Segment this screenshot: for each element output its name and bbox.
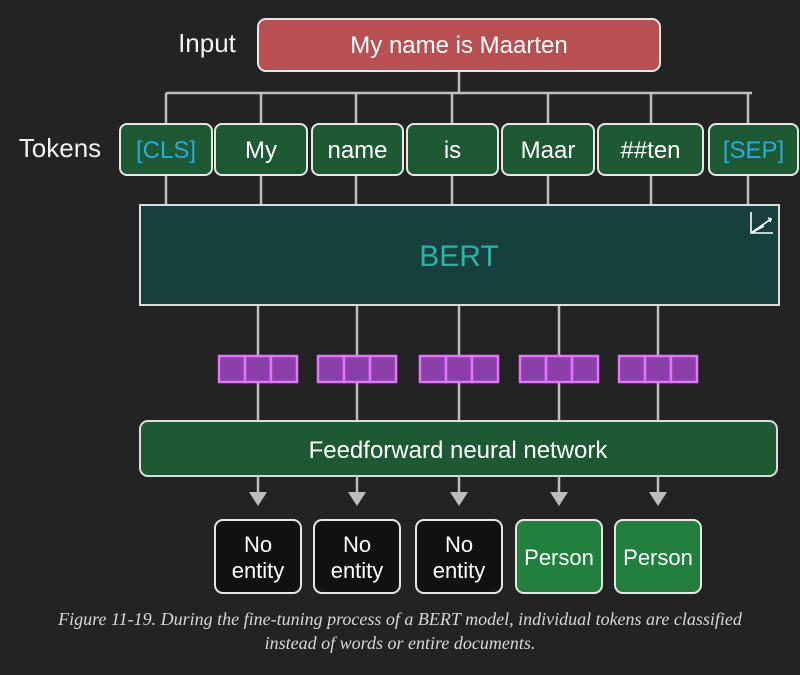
input-label: Input	[178, 28, 237, 58]
token-row: [CLS] My name is Maar ##ten [SEP]	[119, 123, 799, 176]
token-7: [SEP]	[708, 123, 799, 176]
embedding-cell	[544, 354, 574, 384]
token-classification-diagram: Input My name is Maarten Tokens [CLS] My n…	[19, 18, 799, 594]
token-box	[708, 123, 799, 176]
output-text-line-1: No	[343, 532, 371, 557]
token-text: My	[245, 137, 277, 164]
tokens-label: Tokens	[19, 133, 101, 163]
embedding-cell	[243, 354, 273, 384]
arrow-head-icon	[348, 492, 366, 506]
output-text-line-2: entity	[331, 558, 384, 583]
token-3: name	[311, 123, 404, 176]
embedding-cell	[518, 354, 548, 384]
arrow-head-icon	[249, 492, 267, 506]
output-text-line-2: entity	[433, 558, 486, 583]
embedding-cell	[470, 354, 500, 384]
embedding-vector-2	[316, 354, 398, 384]
output-box	[214, 519, 302, 594]
token-box	[214, 123, 308, 176]
output-box	[415, 519, 503, 594]
caption-line-2: instead of words or entire documents.	[264, 633, 536, 653]
output-arrows	[249, 476, 667, 506]
output-box	[313, 519, 401, 594]
output-label-4: Person	[515, 519, 603, 594]
embedding-vector-3	[418, 354, 500, 384]
token-box	[597, 123, 704, 176]
embedding-vector-4	[518, 354, 600, 384]
token-box	[119, 123, 213, 176]
fine-tune-icon	[750, 212, 773, 234]
embedding-cell	[342, 354, 372, 384]
embedding-cell	[570, 354, 600, 384]
embedding-cell	[269, 354, 299, 384]
embedding-cell	[617, 354, 647, 384]
bert-box	[139, 204, 780, 306]
arrow-head-icon	[450, 492, 468, 506]
feedforward-block: Feedforward neural network	[139, 420, 778, 477]
embedding-vector-5	[617, 354, 699, 384]
bert-model-block: BERT	[139, 204, 780, 306]
embedding-cell	[444, 354, 474, 384]
token-box	[311, 123, 404, 176]
embedding-cell	[316, 354, 346, 384]
input-box	[257, 18, 661, 72]
output-text: Person	[524, 545, 594, 570]
arrow-head-icon	[550, 492, 568, 506]
embedding-cell	[643, 354, 673, 384]
embedding-vector-1	[217, 354, 299, 384]
output-text: Person	[623, 545, 693, 570]
output-label-5: Person	[614, 519, 702, 594]
arrow-head-icon	[649, 492, 667, 506]
output-text-line-2: entity	[232, 558, 285, 583]
output-text-line-1: No	[244, 532, 272, 557]
feedforward-label: Feedforward neural network	[309, 437, 609, 464]
token-text: [CLS]	[136, 137, 196, 164]
output-box	[515, 519, 603, 594]
token-text: name	[327, 137, 387, 164]
embedding-cell	[418, 354, 448, 384]
input-text: My name is Maarten	[350, 32, 567, 59]
token-4: is	[406, 123, 499, 176]
token-text: ##ten	[620, 137, 680, 164]
token-2: My	[214, 123, 308, 176]
embedding-cell	[217, 354, 247, 384]
token-box	[406, 123, 499, 176]
token-text: [SEP]	[723, 137, 784, 164]
token-box	[501, 123, 595, 176]
token-text: Maar	[521, 137, 576, 164]
token-1: [CLS]	[119, 123, 213, 176]
embedding-cell	[669, 354, 699, 384]
bert-label: BERT	[419, 240, 498, 273]
output-text-line-1: No	[445, 532, 473, 557]
token-6: ##ten	[597, 123, 704, 176]
token-text: is	[444, 137, 461, 164]
token-5: Maar	[501, 123, 595, 176]
embedding-row	[217, 354, 699, 384]
embedding-cell	[368, 354, 398, 384]
caption-line-1: Figure 11-19. During the fine-tuning pro…	[58, 609, 742, 629]
output-box	[614, 519, 702, 594]
figure-caption: Figure 11-19. During the fine-tuning pro…	[0, 607, 800, 655]
